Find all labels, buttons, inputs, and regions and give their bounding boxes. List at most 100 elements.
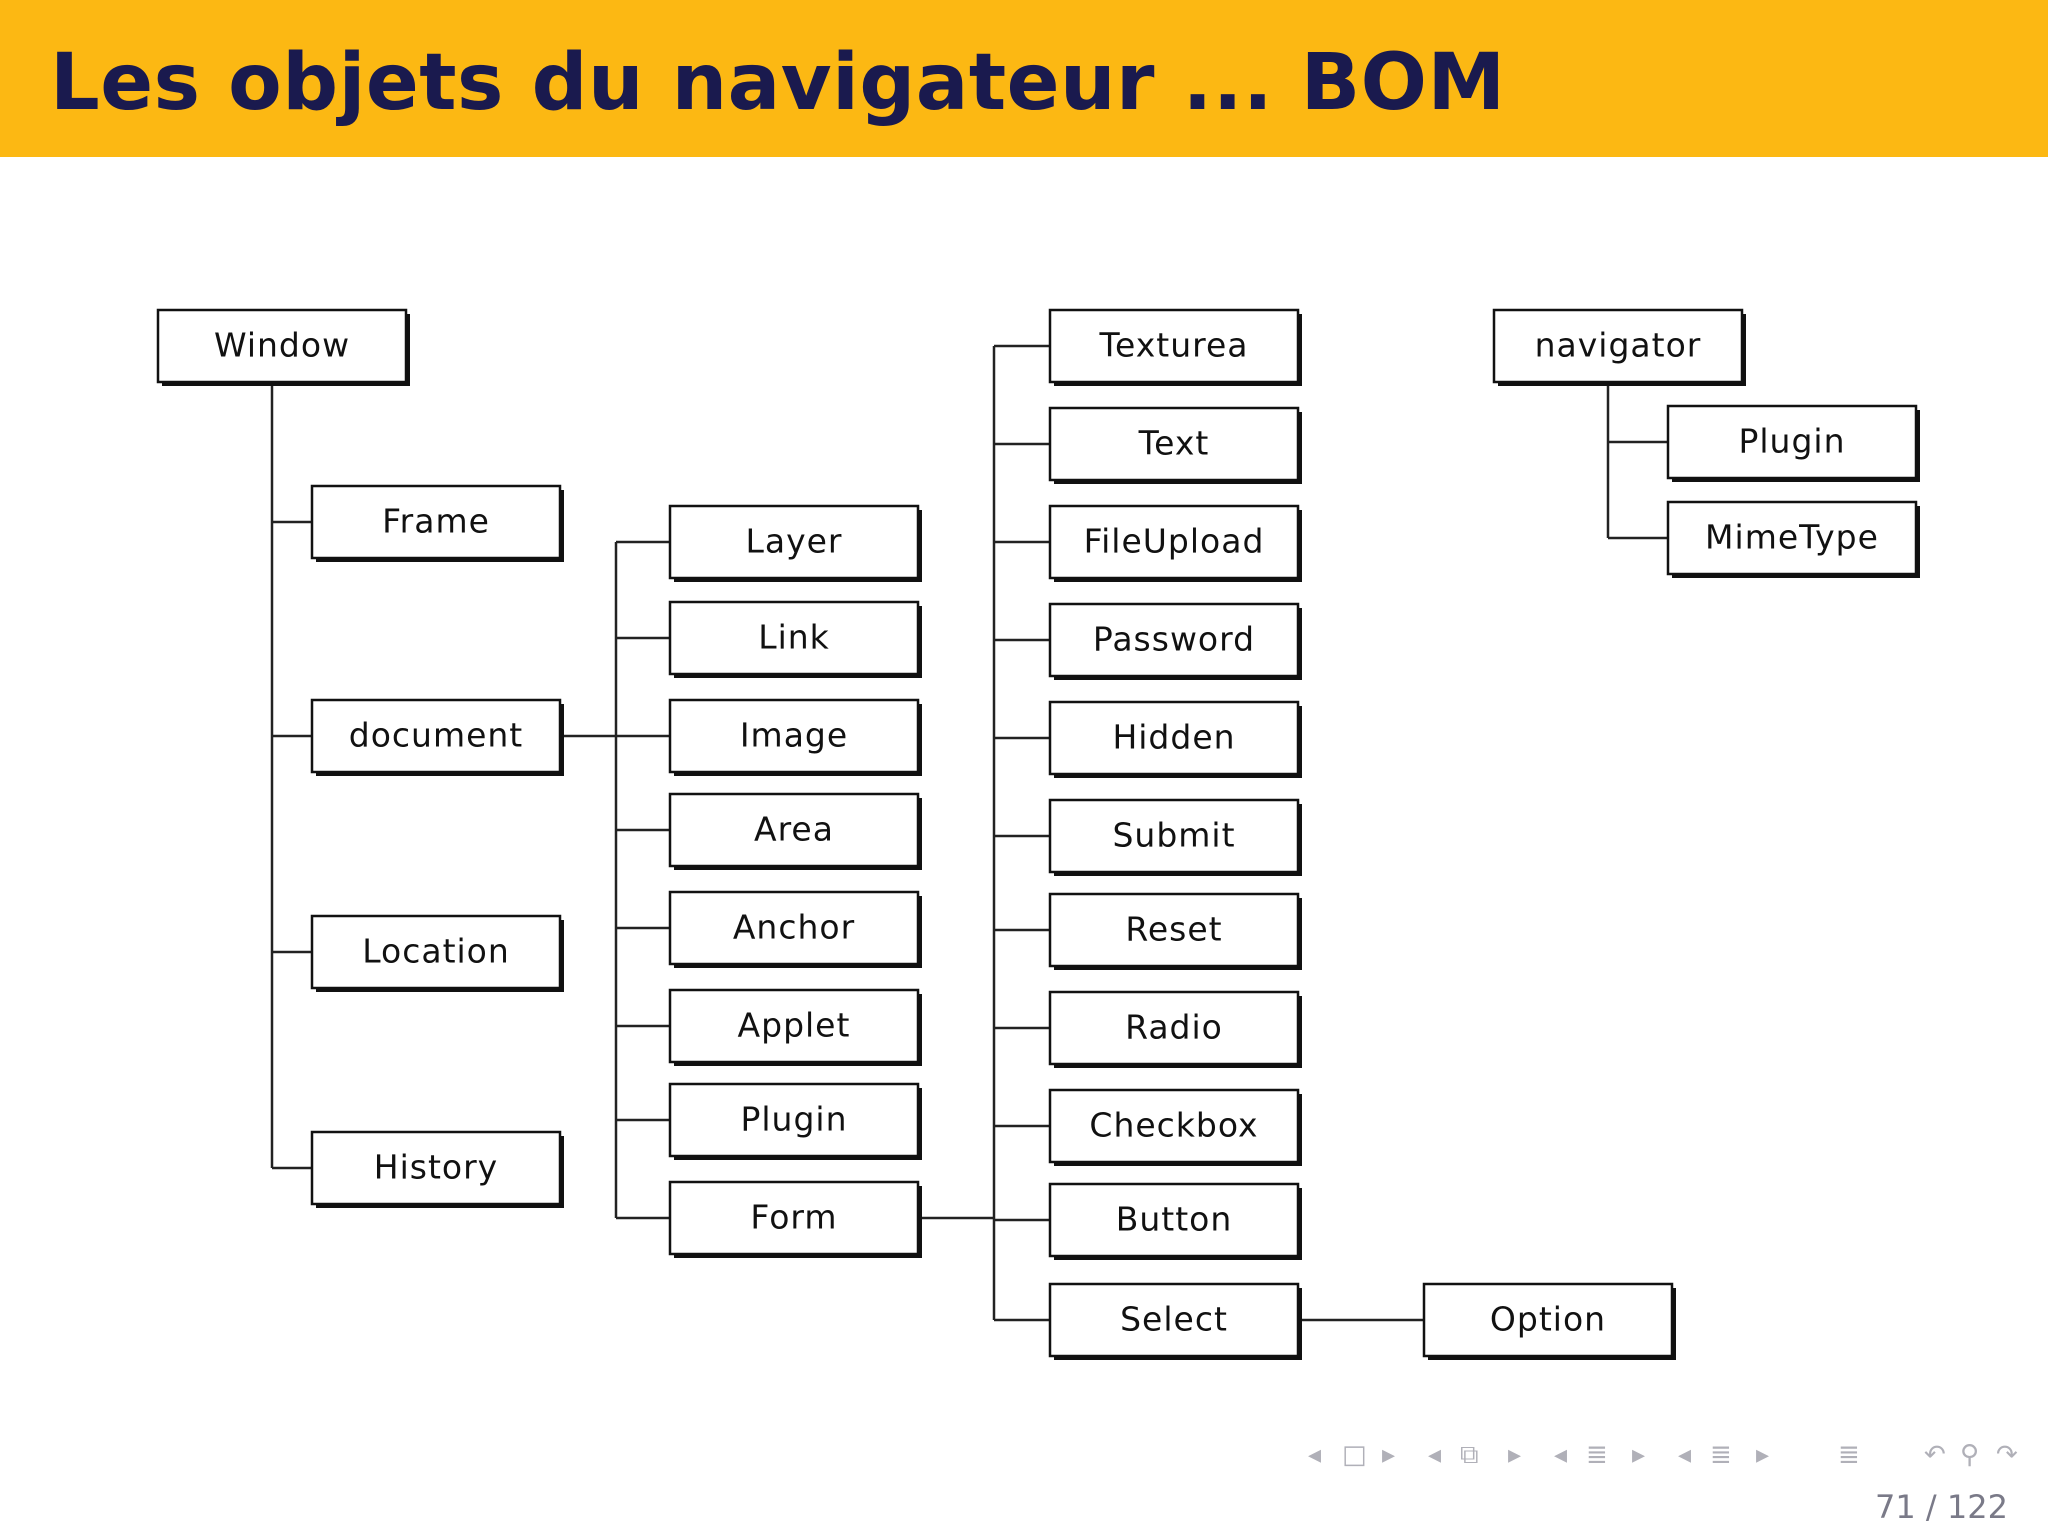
node-box xyxy=(668,890,920,966)
nodes: WindowFramedocumentLocationHistoryLayerL… xyxy=(156,308,1920,1360)
node-window: Window xyxy=(156,308,410,386)
node-label: navigator xyxy=(1535,326,1702,365)
node-hidden: Hidden xyxy=(1048,700,1302,778)
node-box xyxy=(1048,308,1300,384)
node-box xyxy=(668,1082,920,1158)
node-label: Plugin xyxy=(740,1100,847,1139)
node-box xyxy=(1048,504,1300,580)
node-box xyxy=(1048,406,1300,482)
node-anchor: Anchor xyxy=(668,890,922,968)
node-label: Text xyxy=(1138,424,1210,463)
slide-header xyxy=(0,0,2048,157)
node-box xyxy=(1048,1182,1300,1258)
node-link: Link xyxy=(668,600,922,678)
nav-next-icon[interactable]: ▸ xyxy=(1382,1440,1396,1470)
nav-prev-icon[interactable]: ◂ xyxy=(1308,1440,1322,1470)
node-text: Text xyxy=(1048,406,1302,484)
node-password: Password xyxy=(1048,602,1302,680)
node-label: Submit xyxy=(1112,816,1235,855)
node-box xyxy=(1492,308,1744,384)
node-box xyxy=(1048,798,1300,874)
node-area: Area xyxy=(668,792,922,870)
node-location: Location xyxy=(310,914,564,992)
node-label: Radio xyxy=(1125,1008,1223,1047)
node-box xyxy=(1666,500,1918,576)
nav-prev-icon[interactable]: ◂ xyxy=(1554,1440,1568,1470)
node-box xyxy=(668,698,920,774)
redo-icon[interactable]: ↷ xyxy=(1996,1440,2018,1470)
node-box xyxy=(668,792,920,868)
node-label: Form xyxy=(750,1198,837,1237)
node-label: Checkbox xyxy=(1089,1106,1258,1145)
node-button: Button xyxy=(1048,1182,1302,1260)
node-history: History xyxy=(310,1130,564,1208)
beamer-navigation-bar: ◂ □ ▸ ◂ ⧉ ▸ ◂ ≣ ▸ ◂ ≣ ▸ ≣ ↶ ⚲ ↷ xyxy=(1300,1440,2040,1480)
page-number: 71 / 122 xyxy=(1875,1488,2008,1526)
node-select: Select xyxy=(1048,1282,1302,1360)
subsection-icon[interactable]: ⧉ xyxy=(1460,1440,1479,1470)
node-reset: Reset xyxy=(1048,892,1302,970)
node-radio: Radio xyxy=(1048,990,1302,1068)
undo-icon[interactable]: ↶ xyxy=(1924,1440,1946,1470)
node-box xyxy=(1048,1282,1300,1358)
nav-next-icon[interactable]: ▸ xyxy=(1756,1440,1770,1470)
node-label: Plugin xyxy=(1738,422,1845,461)
node-box xyxy=(310,914,562,990)
node-label: Location xyxy=(362,932,510,971)
node-label: Reset xyxy=(1125,910,1222,949)
node-label: Link xyxy=(758,618,830,657)
node-box xyxy=(1048,1088,1300,1164)
node-label: Texturea xyxy=(1098,326,1248,365)
node-label: document xyxy=(349,716,524,755)
connectors xyxy=(270,344,1668,1322)
node-form: Form xyxy=(668,1180,922,1258)
node-doc-plugin: Plugin xyxy=(668,1082,922,1160)
node-texturea: Texturea xyxy=(1048,308,1302,386)
node-label: Image xyxy=(740,716,848,755)
node-option: Option xyxy=(1422,1282,1676,1360)
node-box xyxy=(310,1130,562,1206)
node-nav-plugin: Plugin xyxy=(1666,404,1920,482)
node-label: History xyxy=(374,1148,498,1187)
node-label: Button xyxy=(1116,1200,1233,1239)
slide-title: Les objets du navigateur ... BOM xyxy=(50,38,1506,128)
section-icon[interactable]: ≣ xyxy=(1586,1440,1608,1470)
node-box xyxy=(156,308,408,384)
node-label: Anchor xyxy=(733,908,855,947)
frame-icon[interactable]: □ xyxy=(1342,1440,1367,1470)
node-label: MimeType xyxy=(1705,518,1879,557)
node-box xyxy=(1422,1282,1674,1358)
node-box xyxy=(668,600,920,676)
node-label: Area xyxy=(754,810,834,849)
node-submit: Submit xyxy=(1048,798,1302,876)
node-fileupload: FileUpload xyxy=(1048,504,1302,582)
node-label: Layer xyxy=(745,522,842,561)
nav-prev-icon[interactable]: ◂ xyxy=(1428,1440,1442,1470)
node-label: Password xyxy=(1093,620,1255,659)
search-icon[interactable]: ⚲ xyxy=(1960,1440,1980,1470)
node-document: document xyxy=(310,698,564,776)
node-box xyxy=(1048,990,1300,1066)
node-box xyxy=(668,1180,920,1256)
node-box xyxy=(310,698,562,774)
node-box xyxy=(310,484,562,560)
node-label: FileUpload xyxy=(1084,522,1265,561)
nav-next-icon[interactable]: ▸ xyxy=(1508,1440,1522,1470)
node-box xyxy=(668,988,920,1064)
node-layer: Layer xyxy=(668,504,922,582)
node-box xyxy=(1048,602,1300,678)
node-box xyxy=(1666,404,1918,480)
node-label: Option xyxy=(1490,1300,1606,1339)
node-mimetype: MimeType xyxy=(1666,500,1920,578)
node-image: Image xyxy=(668,698,922,776)
node-checkbox: Checkbox xyxy=(1048,1088,1302,1166)
node-label: Hidden xyxy=(1112,718,1235,757)
node-box xyxy=(1048,892,1300,968)
toc-icon[interactable]: ≣ xyxy=(1838,1440,1860,1470)
node-label: Window xyxy=(214,326,350,365)
nav-next-icon[interactable]: ▸ xyxy=(1632,1440,1646,1470)
node-navigator: navigator xyxy=(1492,308,1746,386)
section-icon[interactable]: ≣ xyxy=(1710,1440,1732,1470)
nav-prev-icon[interactable]: ◂ xyxy=(1678,1440,1692,1470)
